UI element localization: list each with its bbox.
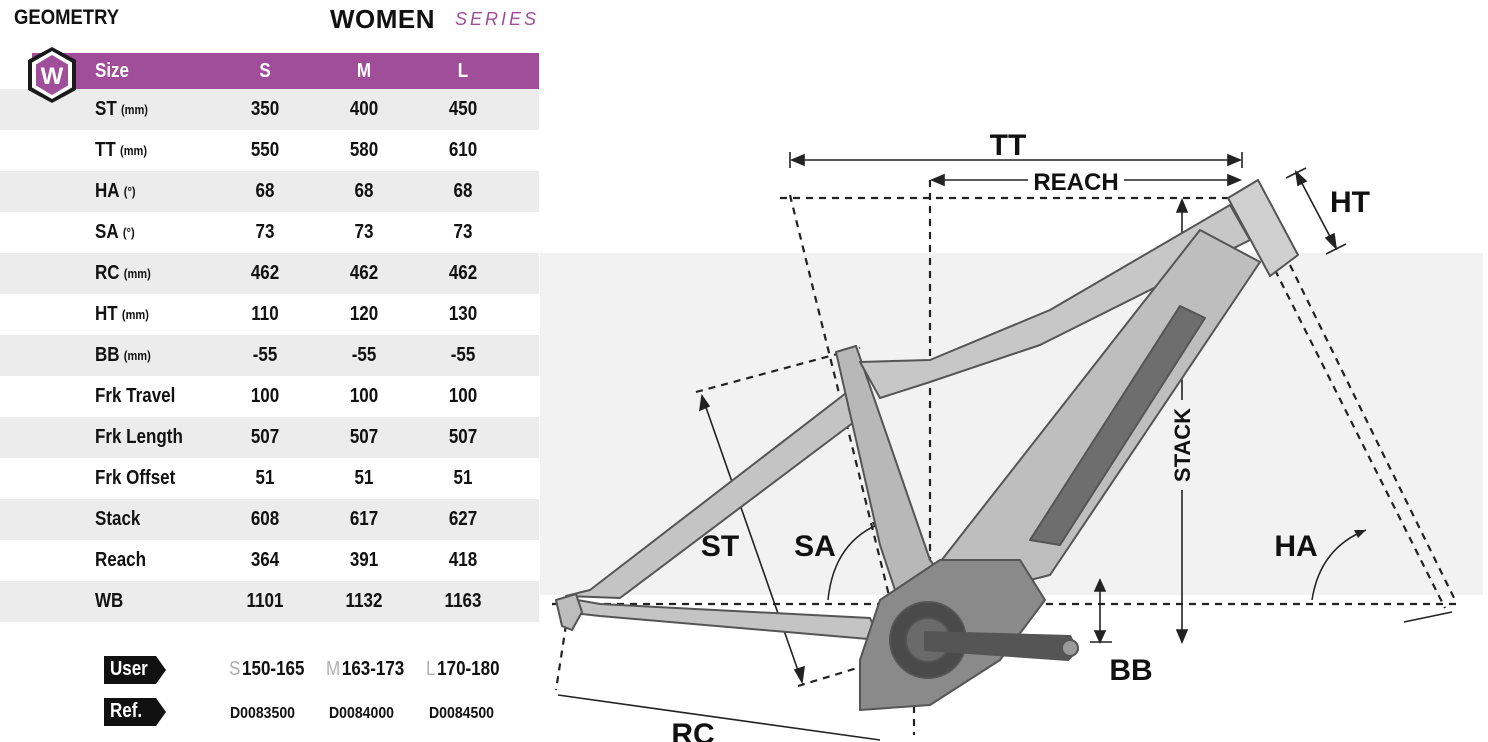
value-s: 68 bbox=[255, 180, 275, 202]
value-s: 73 bbox=[255, 221, 275, 243]
value-m: 68 bbox=[354, 180, 374, 202]
series-word: SERIES bbox=[455, 9, 540, 29]
row-label: SA(°) bbox=[95, 221, 135, 243]
row-label: Frk Offset bbox=[95, 467, 176, 489]
row-label: WB bbox=[95, 590, 124, 612]
value-l: 73 bbox=[453, 221, 473, 243]
user-label: User bbox=[110, 658, 148, 680]
table-row: SA(°) 73 73 73 bbox=[0, 212, 539, 253]
size-header: Size bbox=[95, 59, 130, 82]
table-row: TT(mm) 550 580 610 bbox=[0, 130, 539, 171]
user-range-m: M163-173 bbox=[326, 658, 405, 680]
ref-code-l: D0084500 bbox=[429, 705, 494, 722]
value-l: 627 bbox=[448, 508, 478, 530]
size-m-header: M bbox=[356, 59, 372, 82]
value-m: 100 bbox=[349, 385, 379, 407]
row-label: Frk Length bbox=[95, 426, 183, 448]
label-sa: SA bbox=[794, 530, 836, 563]
value-s: 100 bbox=[250, 385, 280, 407]
size-l-header: L bbox=[457, 59, 469, 82]
value-m: -55 bbox=[351, 344, 377, 366]
row-label: RC(mm) bbox=[95, 262, 151, 284]
value-l: 418 bbox=[448, 549, 478, 571]
value-s: -55 bbox=[252, 344, 278, 366]
value-m: 580 bbox=[349, 139, 379, 161]
row-label: Stack bbox=[95, 508, 141, 530]
label-rc: RC bbox=[671, 718, 714, 742]
table-row: Frk Length 507 507 507 bbox=[0, 417, 539, 458]
ref-code-s: D0083500 bbox=[230, 705, 295, 722]
value-m: 507 bbox=[349, 426, 379, 448]
frame-geometry-diagram: TT REACH HT STACK ST SA HA BB RC bbox=[540, 129, 1483, 742]
value-m: 120 bbox=[349, 303, 379, 325]
value-l: 100 bbox=[448, 385, 478, 407]
table-row: HT(mm) 110 120 130 bbox=[0, 294, 539, 335]
row-label: Frk Travel bbox=[95, 385, 176, 407]
value-m: 462 bbox=[349, 262, 379, 284]
size-s-header: S bbox=[259, 59, 271, 82]
user-range-s: S150-165 bbox=[229, 658, 305, 680]
badge-letter: W bbox=[41, 63, 64, 90]
row-label: BB(mm) bbox=[95, 344, 151, 366]
table-row: HA(°) 68 68 68 bbox=[0, 171, 539, 212]
row-label: Reach bbox=[95, 549, 147, 571]
row-label: ST(mm) bbox=[95, 98, 148, 120]
value-s: 507 bbox=[250, 426, 280, 448]
ref-label: Ref. bbox=[110, 700, 143, 722]
value-m: 73 bbox=[354, 221, 374, 243]
value-s: 1101 bbox=[246, 590, 284, 612]
value-s: 550 bbox=[250, 139, 280, 161]
value-l: 450 bbox=[448, 98, 478, 120]
table-row: BB(mm) -55 -55 -55 bbox=[0, 335, 539, 376]
value-s: 608 bbox=[250, 508, 280, 530]
value-l: -55 bbox=[450, 344, 476, 366]
label-st: ST bbox=[701, 530, 739, 563]
table-header-row: Size S M L bbox=[32, 53, 539, 89]
ref-code-m: D0084000 bbox=[329, 705, 394, 722]
table-row: Stack 608 617 627 bbox=[0, 499, 539, 540]
value-l: 68 bbox=[453, 180, 473, 202]
series-name: WOMEN bbox=[330, 4, 436, 34]
value-s: 350 bbox=[250, 98, 280, 120]
label-reach: REACH bbox=[1033, 169, 1118, 196]
label-ht: HT bbox=[1330, 186, 1370, 219]
user-range-l: L170-180 bbox=[426, 658, 500, 680]
value-m: 51 bbox=[354, 467, 374, 489]
table-row: RC(mm) 462 462 462 bbox=[0, 253, 539, 294]
value-m: 617 bbox=[349, 508, 379, 530]
women-badge-icon: W bbox=[28, 47, 76, 103]
value-s: 462 bbox=[250, 262, 280, 284]
value-l: 610 bbox=[448, 139, 478, 161]
table-row: Frk Offset 51 51 51 bbox=[0, 458, 539, 499]
value-s: 364 bbox=[250, 549, 280, 571]
table-row: ST(mm) 350 400 450 bbox=[0, 89, 539, 130]
page-title: GEOMETRY bbox=[14, 6, 120, 29]
value-m: 1132 bbox=[345, 590, 383, 612]
row-label: HT(mm) bbox=[95, 303, 149, 325]
value-l: 507 bbox=[448, 426, 478, 448]
value-l: 462 bbox=[448, 262, 478, 284]
table-row: Reach 364 391 418 bbox=[0, 540, 539, 581]
value-l: 51 bbox=[453, 467, 473, 489]
table-row: Frk Travel 100 100 100 bbox=[0, 376, 539, 417]
label-bb: BB bbox=[1109, 654, 1152, 687]
value-l: 1163 bbox=[444, 590, 482, 612]
row-label: TT(mm) bbox=[95, 139, 148, 161]
value-s: 110 bbox=[251, 303, 279, 325]
row-label: HA(°) bbox=[95, 180, 136, 202]
value-m: 391 bbox=[349, 549, 379, 571]
ref-tag bbox=[104, 698, 166, 726]
value-m: 400 bbox=[349, 98, 379, 120]
label-tt: TT bbox=[990, 129, 1027, 162]
value-s: 51 bbox=[255, 467, 275, 489]
label-ha: HA bbox=[1274, 530, 1317, 563]
label-stack: STACK bbox=[1170, 408, 1195, 482]
table-row: WB 1101 1132 1163 bbox=[0, 581, 539, 622]
value-l: 130 bbox=[448, 303, 478, 325]
user-tag bbox=[104, 656, 166, 684]
